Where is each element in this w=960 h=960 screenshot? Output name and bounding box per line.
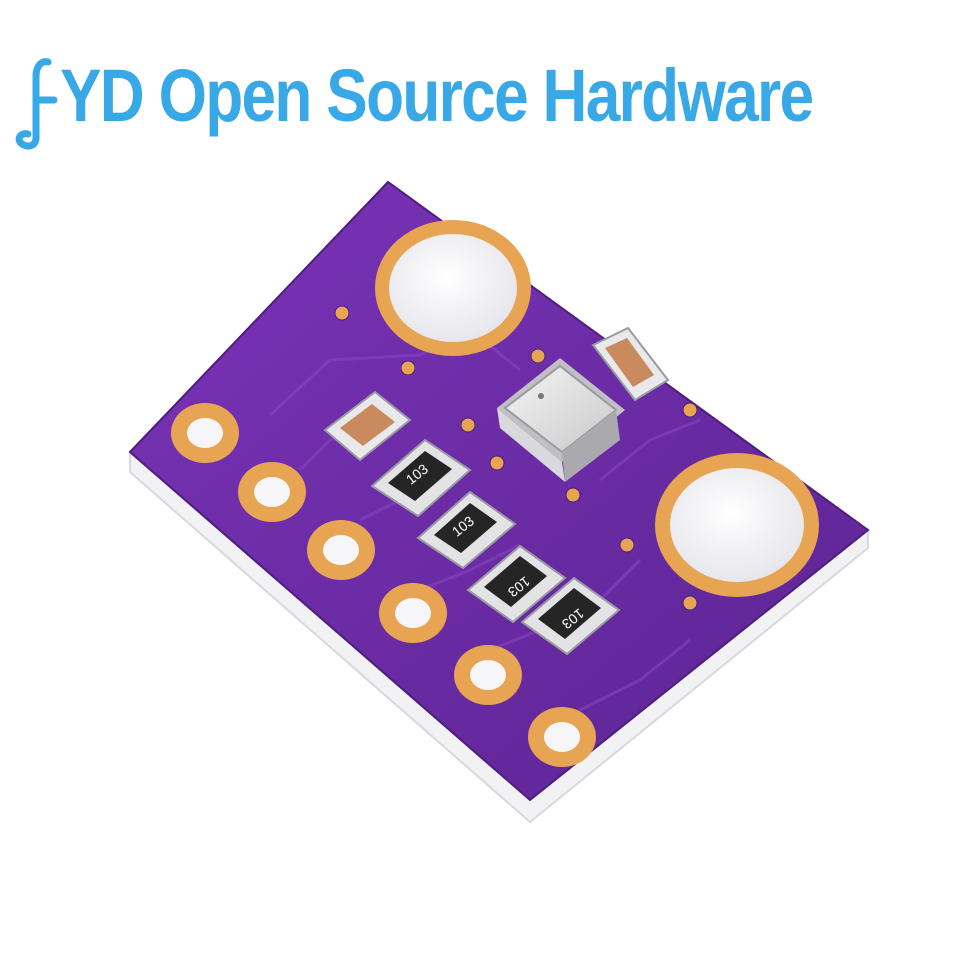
resistor: 103 bbox=[370, 438, 472, 518]
resistor: 103 bbox=[466, 544, 567, 624]
pin-pad bbox=[454, 645, 522, 705]
resistor: 103 bbox=[416, 490, 517, 570]
pin-pad bbox=[379, 583, 447, 643]
via bbox=[400, 360, 416, 376]
mounting-hole-right bbox=[655, 453, 819, 597]
chip-vent-hole bbox=[538, 393, 544, 399]
sensor-chip bbox=[497, 358, 625, 482]
watermark: YD Open Source Hardware bbox=[14, 40, 956, 150]
note-logo-icon bbox=[15, 58, 58, 150]
watermark-text: YD Open Source Hardware bbox=[60, 53, 814, 137]
via bbox=[489, 455, 505, 471]
via bbox=[619, 537, 635, 553]
pin-pad bbox=[171, 403, 239, 463]
capacitor-right bbox=[591, 326, 670, 402]
pin-pad bbox=[307, 520, 375, 580]
via bbox=[565, 487, 581, 503]
via bbox=[460, 417, 476, 433]
via bbox=[530, 348, 546, 364]
pin-pads bbox=[171, 403, 596, 767]
capacitor-left bbox=[323, 390, 412, 462]
via bbox=[682, 402, 698, 418]
via bbox=[334, 305, 350, 321]
pin-pad bbox=[238, 462, 306, 522]
mounting-hole-top bbox=[375, 220, 531, 356]
pin-pad bbox=[528, 707, 596, 767]
resistor: 103 bbox=[520, 576, 621, 656]
vias bbox=[334, 305, 698, 611]
via bbox=[682, 595, 698, 611]
